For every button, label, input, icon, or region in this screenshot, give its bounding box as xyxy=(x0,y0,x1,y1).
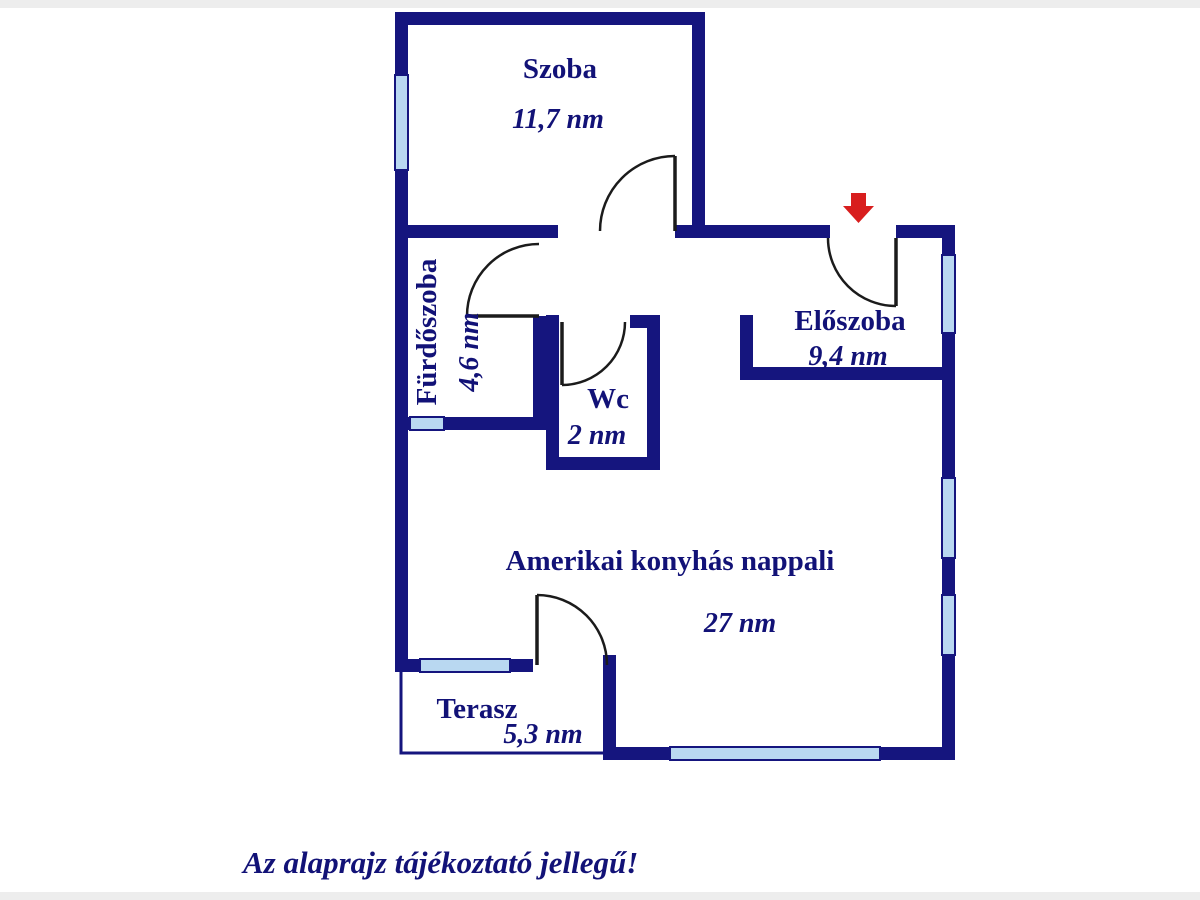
room-area-nappali: 27 nm xyxy=(703,608,776,639)
bottom-border-band xyxy=(0,892,1200,900)
room-area-furdoszoba: 4,6 nm xyxy=(454,312,485,392)
wall-segment xyxy=(395,12,408,672)
door-swing-arc xyxy=(465,242,540,317)
door-swing-arc xyxy=(561,321,627,387)
wall-segment xyxy=(395,225,558,238)
window-segment xyxy=(394,74,409,171)
wall-segment xyxy=(546,315,559,470)
room-area-eloszoba: 9,4 nm xyxy=(808,341,887,372)
room-label-nappali: Amerikai konyhás nappali xyxy=(506,545,835,577)
room-area-szoba: 11,7 nm xyxy=(512,104,604,135)
room-labels: Szoba 11,7 nm Fürdőszoba 4,6 nm Wc 2 nm … xyxy=(411,53,906,750)
room-label-szoba: Szoba xyxy=(523,53,598,85)
top-border-band xyxy=(0,0,1200,8)
room-label-eloszoba: Előszoba xyxy=(794,305,906,337)
window-segment xyxy=(409,416,445,431)
wall-segment xyxy=(533,316,546,430)
terrace-outline xyxy=(399,672,603,755)
wall-segment xyxy=(647,315,660,470)
window-segment xyxy=(941,477,956,559)
windows xyxy=(394,74,956,761)
door-swing-arc xyxy=(826,237,897,308)
window-segment xyxy=(419,658,511,673)
wall-segment xyxy=(546,457,660,470)
door-swing-arc xyxy=(598,154,676,232)
wall-segment xyxy=(740,367,955,380)
window-segment xyxy=(941,254,956,334)
doors xyxy=(465,154,898,666)
wall-segment xyxy=(675,225,830,238)
room-label-furdoszoba: Fürdőszoba xyxy=(411,258,443,405)
room-area-terasz: 5,3 nm xyxy=(503,719,582,750)
wall-segment xyxy=(603,655,616,760)
door-swing-arc xyxy=(536,593,609,666)
disclaimer-text: Az alaprajz tájékoztató jellegű! xyxy=(241,845,638,880)
room-label-wc: Wc xyxy=(587,383,629,415)
wall-segment xyxy=(692,12,705,238)
wall-segment xyxy=(740,315,753,380)
window-segment xyxy=(941,594,956,656)
wall-segment xyxy=(395,12,705,25)
entrance-arrow-icon xyxy=(843,193,874,223)
room-label-terasz: Terasz xyxy=(436,693,517,725)
wall-segment xyxy=(896,225,955,238)
room-area-wc: 2 nm xyxy=(567,420,626,451)
window-segment xyxy=(669,746,881,761)
